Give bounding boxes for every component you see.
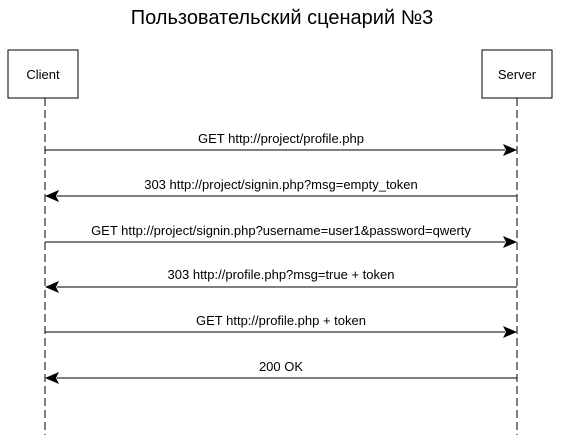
message-5-arrowhead — [503, 326, 517, 338]
message-6-label: 200 OK — [259, 359, 303, 374]
message-4: 303 http://profile.php?msg=true + token — [45, 267, 517, 293]
message-5: GET http://profile.php + token — [45, 313, 517, 338]
participant-server: Server — [481, 49, 553, 99]
message-2: 303 http://project/signin.php?msg=empty_… — [45, 177, 517, 202]
participant-server-box — [481, 49, 553, 99]
participant-client-box — [7, 49, 79, 99]
message-4-label: 303 http://profile.php?msg=true + token — [168, 267, 395, 282]
diagram-title: Пользовательский сценарий №3 — [131, 7, 434, 29]
message-2-arrowhead — [45, 190, 59, 202]
participant-server-label: Server — [498, 67, 537, 82]
message-3-arrowhead — [503, 236, 517, 248]
message-3-label: GET http://project/signin.php?username=u… — [91, 223, 471, 238]
message-1-arrowhead — [503, 144, 517, 156]
message-6: 200 OK — [45, 359, 517, 384]
message-2-label: 303 http://project/signin.php?msg=empty_… — [144, 177, 418, 192]
message-3: GET http://project/signin.php?username=u… — [45, 223, 517, 248]
participant-client: Client — [7, 49, 79, 99]
message-1: GET http://project/profile.php — [45, 131, 517, 156]
message-1-label: GET http://project/profile.php — [198, 131, 364, 146]
message-6-arrowhead — [45, 372, 59, 384]
message-5-label: GET http://profile.php + token — [196, 313, 366, 328]
participant-client-label: Client — [26, 67, 60, 82]
message-4-arrowhead — [45, 281, 59, 293]
